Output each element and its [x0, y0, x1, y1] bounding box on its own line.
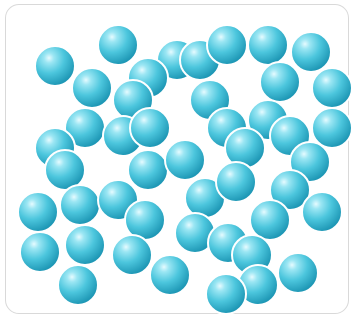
particle — [206, 274, 246, 314]
particle — [125, 200, 165, 240]
particle — [128, 150, 168, 190]
particle — [72, 68, 112, 108]
particle — [260, 62, 300, 102]
particle — [291, 32, 331, 72]
particle — [216, 162, 256, 202]
particle — [312, 108, 352, 148]
particle — [98, 25, 138, 65]
particle — [60, 185, 100, 225]
particle — [207, 25, 247, 65]
particle — [150, 255, 190, 295]
particle — [248, 25, 288, 65]
particle — [302, 192, 342, 232]
particle — [312, 68, 352, 108]
particle — [35, 46, 75, 86]
particle — [20, 232, 60, 272]
particle — [165, 140, 205, 180]
particle — [18, 192, 58, 232]
particle — [65, 225, 105, 265]
particle — [130, 108, 170, 148]
particle — [250, 200, 290, 240]
particle — [278, 253, 318, 293]
particle — [58, 265, 98, 305]
particle — [112, 235, 152, 275]
particle — [45, 150, 85, 190]
